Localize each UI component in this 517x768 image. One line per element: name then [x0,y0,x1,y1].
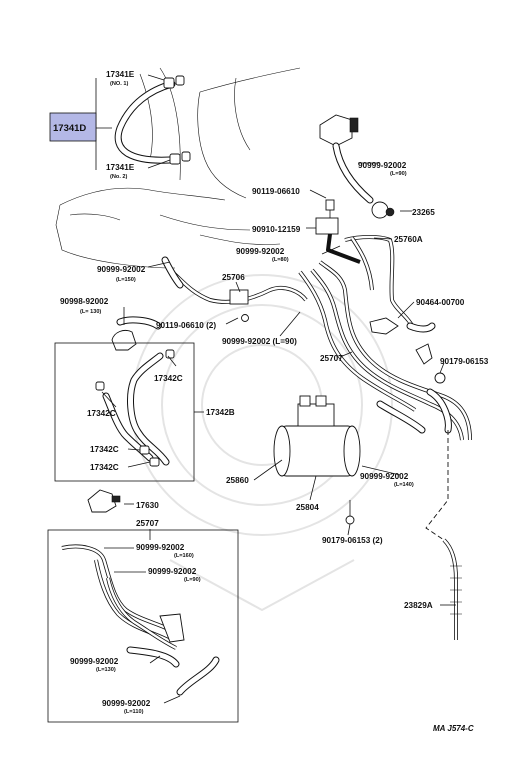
bracket-25706 [161,256,308,322]
label-17341E-no2[interactable]: 17341E [106,163,135,172]
label-90999-92002-mid[interactable]: 90999-92002 [236,247,285,256]
label-25706[interactable]: 25706 [222,273,245,282]
label-90999-92002-110[interactable]: 90999-92002 [102,699,151,708]
fitting-90998 [111,316,162,351]
label-90999-92002-left[interactable]: 90999-92002 [97,265,146,274]
fitting-90464 [369,317,436,335]
label-90464-00700[interactable]: 90464-00700 [416,298,465,307]
label-90999-92002-l90[interactable]: 90999-92002 (L=90) [222,337,297,346]
sensor-17630 [87,489,121,513]
label-90999-92002-110-sub: (L=110) [124,709,144,715]
label-25760A[interactable]: 25760A [394,235,423,244]
label-17342C-c[interactable]: 17342C [90,445,119,454]
label-17342C-a[interactable]: 17342C [154,374,183,383]
fuel-inlet-23829A [425,430,462,640]
box-17342B [54,342,195,482]
label-17341E-no1[interactable]: 17341E [106,70,135,79]
label-25804[interactable]: 25804 [296,503,319,512]
leader-lines [95,74,456,704]
vacuum-pipe-bundle [298,235,472,441]
label-90999-92002-top[interactable]: 90999-92002 [358,161,407,170]
label-90998-92002-sub: (L= 130) [80,309,101,315]
label-90999-92002-160-sub: (L=160) [174,553,194,559]
label-90999-92002-130[interactable]: 90999-92002 [70,657,119,666]
label-17341D[interactable]: 17341D [53,123,86,134]
fitting-90179 [415,343,446,384]
label-90999-92002-140[interactable]: 90999-92002 [360,472,409,481]
label-90999-92002-140-sub: (L=140) [394,482,414,488]
label-25707-mid[interactable]: 25707 [320,354,343,363]
breather-hose-17341D [114,75,191,165]
label-90179-06153-2[interactable]: 90179-06153 (2) [322,536,383,545]
label-90119-06610[interactable]: 90119-06610 [252,187,300,196]
diagram-code: MA J574-C [433,724,474,733]
label-90999-92002-mid-sub: (L=80) [272,257,289,263]
vsv-valve [319,114,395,219]
label-17342C-b[interactable]: 17342C [87,409,116,418]
engine-outline [55,67,301,269]
label-23265[interactable]: 23265 [412,208,435,217]
label-17630[interactable]: 17630 [136,501,159,510]
label-90999-92002-160[interactable]: 90999-92002 [136,543,185,552]
label-90179-06153[interactable]: 90179-06153 [440,357,489,366]
label-90910-12159[interactable]: 90910-12159 [252,225,301,234]
label-90998-92002[interactable]: 90998-92002 [60,297,109,306]
label-90119-06610-2[interactable]: 90119-06610 (2) [156,321,216,330]
label-17341E-no2-sub: (No. 2) [110,174,128,180]
box-25707 [47,529,239,723]
label-17342C-d[interactable]: 17342C [90,463,119,472]
label-90999-92002-90b[interactable]: 90999-92002 [148,567,197,576]
label-90999-92002-top-sub: (L=90) [390,171,407,177]
part-labels: 17341E (NO. 1) 17341D 17341E (No. 2) 909… [53,70,489,733]
label-25707-box[interactable]: 25707 [136,519,159,528]
label-25860[interactable]: 25860 [226,476,249,485]
label-90999-92002-130-sub: (L=130) [96,667,116,673]
charcoal-canister [273,395,361,525]
label-17342B[interactable]: 17342B [206,408,235,417]
label-90999-92002-90b-sub: (L=90) [184,577,201,583]
label-17341E-no1-sub: (NO. 1) [110,81,128,87]
selected-part-highlight [49,112,97,142]
label-23829A[interactable]: 23829A [404,601,433,610]
label-90999-92002-left-sub: (L=150) [116,277,136,283]
small-valve-90910 [315,199,361,264]
